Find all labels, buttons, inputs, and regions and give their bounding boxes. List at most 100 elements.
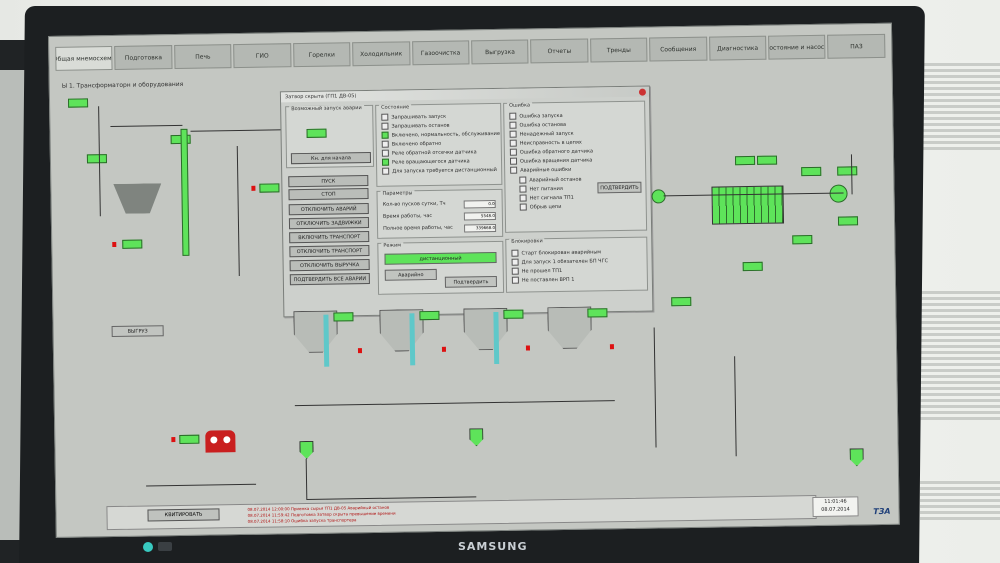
- conveyor-line: [294, 400, 615, 407]
- fault-group: Ошибка Ошибка запуска Ошибка останова Не…: [503, 100, 648, 233]
- fault-confirm-button[interactable]: ПОДТВЕРДИТЬ: [597, 181, 642, 194]
- tab-8[interactable]: Отчеты: [530, 38, 589, 64]
- status-indicator[interactable]: [742, 261, 763, 272]
- tab-4[interactable]: Горелки: [292, 42, 351, 68]
- crusher-icon[interactable]: [205, 430, 236, 453]
- alarm-indicator: [171, 437, 176, 443]
- status-indicator[interactable]: [801, 166, 822, 177]
- close-icon[interactable]: [638, 88, 647, 96]
- status-indicator[interactable]: [122, 239, 143, 249]
- heat-exchanger[interactable]: [711, 185, 785, 225]
- tab-2[interactable]: Печь: [174, 44, 232, 70]
- group-title: Режим: [381, 242, 404, 249]
- pipe-line: [653, 327, 657, 448]
- tab-10[interactable]: Сообщения: [649, 36, 708, 62]
- state-label: Включено, нормальность, обслуживание: [391, 130, 501, 139]
- conveyor-line: [146, 483, 257, 487]
- fault-sub-row: Нет сигнала ТП1: [519, 194, 574, 202]
- group-title: Параметры: [380, 190, 415, 197]
- enable-transport-button[interactable]: ВКЛЮЧИТЬ ТРАНСПОРТ: [289, 230, 370, 244]
- ack-all-button[interactable]: ПОДТВЕРДИТЬ ВСЕ АВАРИИ: [289, 272, 370, 286]
- status-indicator[interactable]: [86, 154, 108, 164]
- silo[interactable]: [379, 309, 424, 352]
- tab-0[interactable]: Общая мнемосхема: [55, 45, 113, 71]
- silo[interactable]: [547, 306, 592, 349]
- status-indicator[interactable]: [792, 235, 813, 245]
- chute-icon[interactable]: [469, 428, 483, 446]
- pump-icon[interactable]: [651, 189, 666, 204]
- disable-output-button[interactable]: ОТКЛЮЧИТЬ ВЫРУЧКА: [289, 258, 370, 272]
- mode-emergency-button[interactable]: Аварийно: [384, 268, 437, 281]
- start-list-button[interactable]: Кн. для начала: [290, 151, 372, 165]
- alarm-indicator: [357, 348, 363, 354]
- block-group: Блокировки Старт блокирован аварийным Дл…: [505, 236, 649, 293]
- status-indicator[interactable]: [756, 155, 778, 165]
- tab-5[interactable]: Холодильник: [352, 41, 411, 67]
- start-group: Возможный запуск аварии Кн. для начала: [285, 104, 375, 169]
- checkbox: [509, 139, 517, 147]
- hopper-icon: [113, 183, 161, 214]
- tab-9[interactable]: Тренды: [589, 37, 648, 63]
- dialog-title: Затвор скрыта (ГП1 ДВ-05): [280, 86, 650, 103]
- state-label: Запрашивать запуск: [391, 113, 447, 121]
- status-indicator[interactable]: [179, 434, 200, 444]
- tab-12[interactable]: Состояние и насосы: [768, 34, 826, 60]
- start-button[interactable]: ПУСК: [288, 174, 369, 188]
- block-label: Не прошел ТП1: [521, 267, 563, 275]
- tab-3[interactable]: ГИО: [233, 43, 292, 69]
- nav-tabs: Общая мнемосхема Подготовка Печь ГИО Гор…: [55, 33, 886, 71]
- stop-button[interactable]: СТОП: [288, 187, 369, 201]
- block-row: Не прошел ТП1: [511, 267, 563, 275]
- bucket-elevator[interactable]: [180, 128, 190, 256]
- checkbox: [381, 140, 389, 148]
- silo-level: [419, 310, 440, 321]
- state-label: Реле вращающегося датчика: [391, 157, 470, 166]
- disable-transport-button[interactable]: ОТКЛЮЧИТЬ ТРАНСПОРТ: [289, 244, 370, 258]
- checkbox: [511, 276, 519, 284]
- clock-date: 08.07.2014: [821, 506, 850, 513]
- fault-row: Ошибка запуска: [509, 112, 563, 120]
- tab-11[interactable]: Диагностика: [708, 35, 767, 61]
- monitor-brand: SAMSUNG: [458, 540, 528, 553]
- status-indicator[interactable]: [837, 216, 859, 226]
- mode-value[interactable]: дистанционный: [384, 251, 497, 265]
- tab-6[interactable]: Газоочистка: [411, 40, 470, 66]
- fault-row: Ошибка вращения датчика: [509, 156, 593, 165]
- param-row: Время работы, час: [383, 213, 432, 220]
- pipe-line: [236, 146, 240, 277]
- checkbox: [511, 258, 519, 266]
- tab-1[interactable]: Подготовка: [114, 45, 173, 70]
- unload-button[interactable]: ВЫГРУЗ: [111, 325, 164, 338]
- fault-row: Неисправность в цепях: [509, 139, 582, 147]
- pipe-line: [305, 458, 308, 499]
- event-line: 08.07.2014 11:58:10 Ошибка запуска транс…: [247, 517, 357, 524]
- tab-13[interactable]: ПАЗ: [827, 33, 886, 59]
- silo-level: [503, 309, 524, 319]
- chute-icon[interactable]: [299, 441, 313, 459]
- acknowledge-button[interactable]: КВИТИРОВАТЬ: [147, 508, 220, 522]
- tab-7[interactable]: Выгрузка: [471, 39, 529, 65]
- status-indicator[interactable]: [671, 296, 692, 307]
- scada-screen: Общая мнемосхема Подготовка Печь ГИО Гор…: [48, 22, 900, 538]
- status-indicator[interactable]: [837, 166, 858, 176]
- chute-icon[interactable]: [850, 448, 864, 466]
- group-title: Ошибка: [507, 102, 533, 109]
- checkbox: [509, 112, 517, 120]
- silo[interactable]: [293, 310, 338, 353]
- company-logo: ТЗА: [873, 506, 891, 517]
- status-indicator[interactable]: [734, 155, 756, 166]
- block-row: Старт блокирован аварийным: [511, 248, 601, 257]
- checkbox: [509, 157, 518, 165]
- silo[interactable]: [463, 308, 508, 351]
- fault-label: Ошибка вращения датчика: [519, 156, 593, 165]
- status-indicator[interactable]: [259, 183, 280, 193]
- alarm-bar: КВИТИРОВАТЬ 08.07.2014 12:00:00 Приемка …: [106, 494, 817, 531]
- disable-alarm-button[interactable]: ОТКЛЮЧИТЬ АВАРИЙ: [288, 202, 369, 216]
- checkbox: [381, 113, 389, 121]
- status-indicator[interactable]: [67, 98, 89, 108]
- fault-sub-row: Обрыв цепи: [519, 203, 562, 211]
- mode-confirm-button[interactable]: Подтвердить: [444, 275, 497, 288]
- monitor-button[interactable]: [158, 542, 172, 551]
- disable-valves-button[interactable]: ОТКЛЮЧИТЬ ЗАДВИЖКИ: [288, 216, 370, 230]
- wall-vent: [920, 290, 1000, 420]
